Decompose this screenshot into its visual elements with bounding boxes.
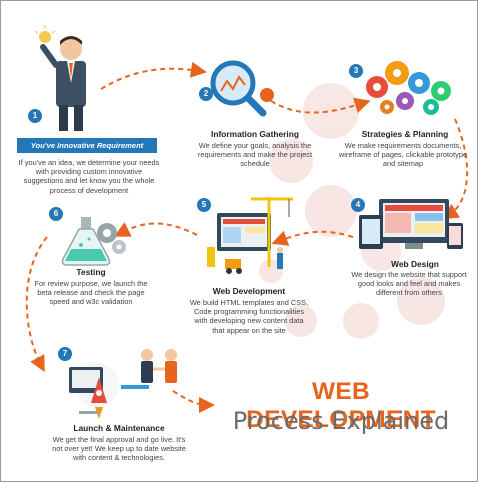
step-1-description-line: process of development <box>49 185 129 195</box>
step-1-title-ribbon: You've Innovative Requirement <box>17 138 157 153</box>
step-3-description-line: We make requirements documents, <box>344 141 462 150</box>
step-2-description-line: requirements and make the project <box>197 150 313 160</box>
step-5-description-line: that appear on the site <box>212 325 286 335</box>
step-2-badge: 2 <box>199 87 213 101</box>
step-4-description-line: We design the website that support <box>351 270 467 279</box>
step-7-title: Launch & Maintenance <box>73 423 165 433</box>
step-6-description: For review purpose, we launch the beta r… <box>27 279 155 307</box>
step-7-badge: 7 <box>58 347 72 361</box>
step-4-description: We design the website that support good … <box>341 270 477 298</box>
step-2-description: We define your goals, analysis the requi… <box>179 141 331 169</box>
step-4-description-line: good looks and feel and makes <box>357 279 461 289</box>
step-1-description-line: If you've an idea, we determine your nee… <box>18 158 160 167</box>
step-1-description: If you've an idea, we determine your nee… <box>9 158 169 195</box>
devices-icon <box>359 199 463 249</box>
step-5-description-line: Code programming functionalities <box>193 307 305 317</box>
arrow-5-to-6 <box>113 222 198 237</box>
step-3-description-line: wireframe of pages, clickable prototype <box>338 150 468 160</box>
step-3-description-line: and sitemap <box>382 159 424 169</box>
arrow-6-to-7 <box>25 236 48 373</box>
step-5-description-line: We build HTML templates and CSS, <box>189 298 309 307</box>
step-7-description-line: We get the final approval and go live. I… <box>52 435 186 444</box>
step-2-title: Information Gathering <box>211 129 299 139</box>
step-6-description-line: speed and w3c validation <box>49 297 133 307</box>
step-5-description: We build HTML templates and CSS, Code pr… <box>173 298 325 335</box>
step-6-description-line: For review purpose, we launch the <box>34 279 148 288</box>
step-4-title: Web Design <box>391 259 439 269</box>
arrow-1-to-2 <box>100 61 207 90</box>
step-7-description-line: not over yet! We keep up to date website <box>52 444 186 454</box>
arrow-2-to-3 <box>270 97 371 114</box>
step-1-description-line: with providing custom innovative <box>35 167 143 177</box>
step-5-badge: 5 <box>197 198 211 212</box>
step-5-description-line: with developing new content data <box>194 316 304 326</box>
gears-icon <box>366 61 451 115</box>
step-3-description: We make requirements documents, wirefram… <box>329 141 477 169</box>
step-6-badge: 6 <box>49 207 63 221</box>
construction-icon <box>207 197 293 274</box>
step-3-badge: 3 <box>349 64 363 78</box>
magnifier-icon <box>210 60 274 117</box>
step-4-description-line: different from others <box>376 288 442 298</box>
step-7-description-line: with content & technologies. <box>72 453 166 463</box>
arrow-7-to-headline <box>172 390 215 413</box>
idea-man-icon <box>34 25 86 131</box>
step-5-title: Web Development <box>212 286 286 296</box>
headline-title: WEB DEVELOPMENT <box>246 378 436 433</box>
step-3-title: Strategies & Planning <box>361 129 449 139</box>
rocket-team-icon <box>69 349 177 419</box>
step-6-description-line: beta release and check the page <box>37 288 145 298</box>
arrow-4-to-5 <box>271 230 354 246</box>
step-1-badge: 1 <box>28 109 42 123</box>
step-7-description: We get the final approval and go live. I… <box>35 435 203 463</box>
step-2-description-line: We define your goals, analysis the <box>198 141 312 150</box>
flask-icon <box>61 217 126 266</box>
step-6-title: Testing <box>76 267 106 277</box>
step-1-description-line: suggestions and let know you the whole <box>23 176 155 186</box>
step-4-badge: 4 <box>351 198 365 212</box>
step-2-description-line: schedule <box>240 159 270 169</box>
headline-subtitle: Process Explained <box>232 407 450 435</box>
flow-arrows <box>25 61 469 413</box>
